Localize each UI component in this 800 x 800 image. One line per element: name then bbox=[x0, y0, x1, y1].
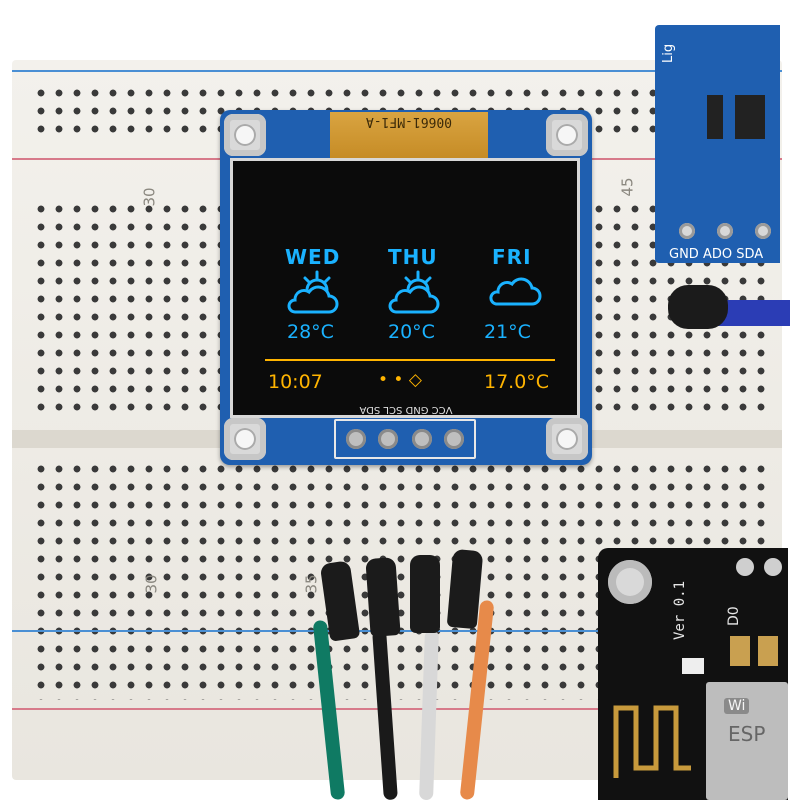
status-time: 10:07 bbox=[268, 371, 323, 393]
status-temperature: 17.0°C bbox=[484, 371, 550, 393]
forecast-temp: 20°C bbox=[388, 321, 435, 343]
header-pin bbox=[736, 558, 754, 576]
esp-shield-can: Wi ESP bbox=[706, 682, 788, 800]
light-sensor-module: Lig GND ADO SDA bbox=[655, 25, 780, 263]
status-divider bbox=[265, 359, 555, 361]
header-pin bbox=[412, 429, 432, 449]
forecast-temp: 21°C bbox=[484, 321, 531, 343]
header-pin bbox=[717, 223, 733, 239]
oled-pin-labels: VCC GND SCL SDA bbox=[359, 404, 453, 415]
header-pin bbox=[444, 429, 464, 449]
sensor-chip bbox=[707, 95, 723, 139]
esp-chip-label: ESP bbox=[728, 722, 766, 746]
esp-pad bbox=[758, 636, 778, 666]
cloud-icon bbox=[489, 277, 542, 306]
oled-pin-header bbox=[334, 419, 476, 459]
mount-hole bbox=[224, 114, 266, 156]
esp-pad bbox=[730, 636, 750, 666]
dupont-connector bbox=[410, 555, 440, 633]
esp-pin-label: D0 bbox=[726, 606, 742, 626]
light-sensor-pin-labels: GND ADO SDA bbox=[669, 247, 764, 262]
led-component bbox=[682, 658, 704, 674]
oled-screen bbox=[230, 158, 580, 418]
forecast-day: THU bbox=[388, 245, 438, 269]
page-indicator-dots: • • ◇ bbox=[378, 370, 422, 390]
mount-hole bbox=[546, 418, 588, 460]
mount-hole bbox=[546, 114, 588, 156]
mount-hole bbox=[608, 560, 652, 604]
esp-version-label: Ver 0.1 bbox=[672, 580, 688, 640]
light-sensor-title: Lig bbox=[661, 43, 676, 63]
esp-module: Ver 0.1 D0 Wi ESP bbox=[598, 548, 788, 800]
column-number: 35 bbox=[302, 574, 321, 594]
mount-hole bbox=[224, 418, 266, 460]
dupont-connector bbox=[365, 557, 401, 637]
column-number: 45 bbox=[618, 177, 637, 197]
forecast-temp: 28°C bbox=[287, 321, 334, 343]
forecast-day: FRI bbox=[492, 245, 532, 269]
rail-line-red-bottom bbox=[12, 708, 782, 710]
header-pin bbox=[378, 429, 398, 449]
header-pin bbox=[679, 223, 695, 239]
header-pin bbox=[346, 429, 366, 449]
dupont-connector bbox=[668, 285, 728, 329]
antenna-trace-icon bbox=[613, 705, 691, 778]
wifi-label: Wi bbox=[724, 698, 750, 714]
rail-line-blue-top bbox=[12, 70, 782, 72]
partly-cloudy-icon bbox=[388, 270, 440, 314]
sensor-chip bbox=[735, 95, 765, 139]
column-number: 30 bbox=[142, 574, 161, 594]
header-pin bbox=[764, 558, 782, 576]
flex-cable: 00661-MF1-A bbox=[330, 112, 488, 158]
flex-cable-label: 00661-MF1-A bbox=[365, 114, 453, 129]
partly-cloudy-icon bbox=[287, 270, 339, 314]
forecast-day: WED bbox=[285, 245, 341, 269]
column-number: 30 bbox=[140, 187, 159, 207]
header-pin bbox=[755, 223, 771, 239]
